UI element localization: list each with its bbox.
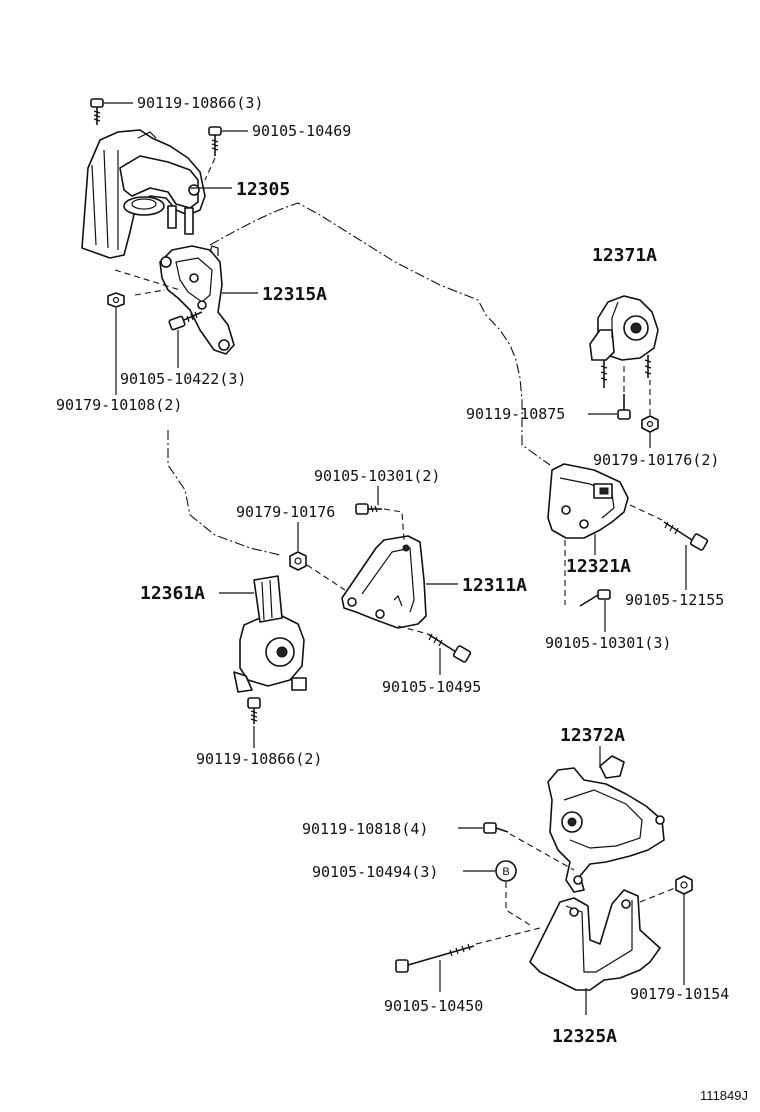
nut-90179-10176-pair bbox=[641, 415, 659, 433]
label-bolt-90119-10875: 90119-10875 bbox=[466, 405, 565, 423]
label-part-12361A: 12361A bbox=[140, 583, 205, 604]
label-part-12305: 12305 bbox=[236, 179, 290, 200]
nut-90179-10176 bbox=[289, 551, 307, 571]
engine-outline-phantom bbox=[209, 202, 551, 466]
bolt-90105-10301-triple bbox=[579, 589, 611, 607]
label-nut-90179-10108-2: 90179-10108(2) bbox=[56, 396, 182, 414]
label-bolt-90105-10495: 90105-10495 bbox=[382, 678, 481, 696]
bolt-90119-10818 bbox=[483, 822, 509, 834]
bolt-90119-10866-pair bbox=[247, 697, 261, 724]
b-reference-marker: B bbox=[495, 860, 517, 882]
label-part-12372A: 12372A bbox=[560, 725, 625, 746]
label-bolt-90105-10422-3: 90105-10422(3) bbox=[120, 370, 246, 388]
label-bolt-90105-10494-3: 90105-10494(3) bbox=[312, 863, 438, 881]
label-part-12371A: 12371A bbox=[592, 245, 657, 266]
label-bolt-90105-10469: 90105-10469 bbox=[252, 122, 351, 140]
bolt-90119-10875 bbox=[617, 394, 631, 420]
label-bolt-90105-10301-2: 90105-10301(2) bbox=[314, 467, 440, 485]
label-nut-90179-10154: 90179-10154 bbox=[630, 985, 729, 1003]
engine-mount-bracket-12311A bbox=[341, 535, 427, 629]
bolt-90105-10469 bbox=[208, 126, 222, 156]
b-marker-text: B bbox=[502, 866, 509, 878]
bolt-90105-10495 bbox=[427, 633, 472, 663]
engine-mount-bracket-12325A bbox=[529, 889, 661, 991]
label-part-12315A: 12315A bbox=[262, 284, 327, 305]
engine-outline-phantom-left bbox=[167, 430, 281, 556]
label-nut-90179-10176: 90179-10176 bbox=[236, 503, 335, 521]
bolt-90105-10422 bbox=[168, 311, 203, 331]
nut-90179-10154 bbox=[675, 875, 693, 895]
bolt-90105-10450 bbox=[395, 943, 475, 973]
label-bolt-90119-10866-2: 90119-10866(2) bbox=[196, 750, 322, 768]
engine-mount-bracket-12321A bbox=[547, 463, 629, 539]
bolt-90105-10301-pair bbox=[355, 503, 382, 515]
engine-mount-insulator-12361A bbox=[233, 575, 307, 693]
label-bolt-90105-10301-3: 90105-10301(3) bbox=[545, 634, 671, 652]
label-part-12325A: 12325A bbox=[552, 1026, 617, 1047]
engine-mount-insulator-12372A bbox=[547, 755, 665, 893]
bolt-90119-10866-top bbox=[90, 98, 104, 125]
label-bolt-90119-10818-4: 90119-10818(4) bbox=[302, 820, 428, 838]
label-nut-90179-10176-2: 90179-10176(2) bbox=[593, 451, 719, 469]
engine-mount-insulator-12305 bbox=[81, 129, 206, 259]
label-bolt-90105-12155: 90105-12155 bbox=[625, 591, 724, 609]
label-part-12311A: 12311A bbox=[462, 575, 527, 596]
engine-mount-bracket-12315A bbox=[159, 245, 235, 355]
label-bolt-90119-10866-3: 90119-10866(3) bbox=[137, 94, 263, 112]
engine-mount-insulator-12371A bbox=[589, 295, 659, 388]
diagram-id: 111849J bbox=[700, 1088, 748, 1103]
bolt-90105-12155 bbox=[663, 521, 709, 551]
label-part-12321A: 12321A bbox=[566, 556, 631, 577]
label-bolt-90105-10450: 90105-10450 bbox=[384, 997, 483, 1015]
nut-90179-10108 bbox=[107, 292, 125, 308]
